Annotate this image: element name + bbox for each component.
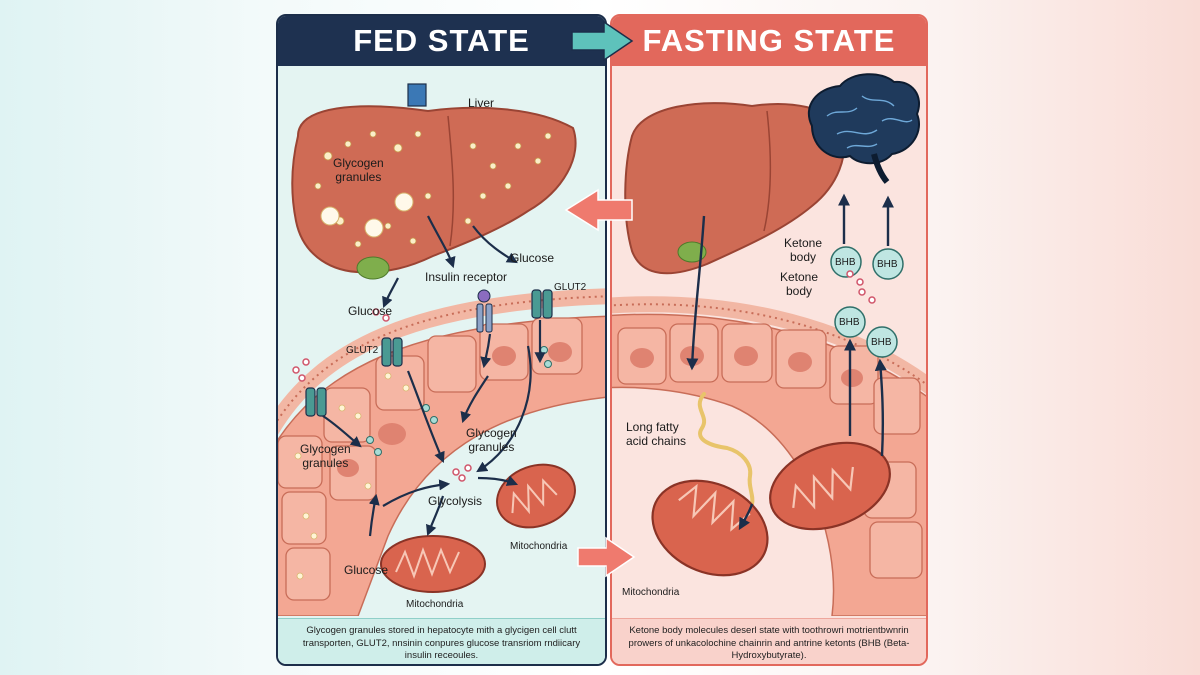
glucose-label-top: Glucose bbox=[510, 251, 555, 265]
fatty-acid-chain bbox=[697, 392, 755, 506]
glycogen-granules-label-mid: Glycogen granules bbox=[466, 426, 517, 454]
fasting-mitochondria-label: Mitochondria bbox=[622, 587, 680, 598]
glut2-transporter-mid bbox=[381, 337, 403, 367]
fed-state-panel: FED STATE bbox=[276, 14, 607, 666]
fed-illustration bbox=[278, 83, 605, 616]
fasting-state-caption: Ketone body molecules deserl state with … bbox=[612, 618, 926, 664]
fed-to-fasting-arrow-bottom bbox=[577, 536, 636, 578]
fasting-to-fed-arrow bbox=[564, 188, 633, 232]
fasting-state-panel: FASTING STATE bbox=[610, 14, 928, 666]
fasting-mitochondrion-left bbox=[651, 479, 769, 577]
glut2-transporter-left bbox=[305, 387, 327, 417]
mitochondria-label-right: Mitochondria bbox=[510, 541, 568, 552]
mitochondria-label-bottom: Mitochondria bbox=[406, 599, 464, 610]
glucose-molecules bbox=[292, 308, 472, 482]
fasting-mitochondrion-right bbox=[769, 441, 891, 531]
glut2-transporter-right bbox=[531, 289, 553, 319]
glycogen-granules-label-top: Glycogen granules bbox=[333, 156, 384, 184]
bhb-label-1: BHB bbox=[835, 257, 856, 268]
fasting-state-title: FASTING STATE bbox=[612, 16, 926, 66]
fed-state-caption: Glycogen granules stored in hepatocyte m… bbox=[278, 618, 605, 664]
fasting-hepatocyte-layer bbox=[612, 296, 926, 616]
ketone-body-label-1: Ketone body bbox=[784, 236, 823, 264]
fasting-illustration bbox=[612, 73, 926, 616]
glycogen-granules-label-left: Glycogen granules bbox=[300, 442, 351, 470]
ketone-dots bbox=[846, 270, 876, 304]
glucose-label-left: Glucose bbox=[348, 304, 393, 318]
ketone-body-label-2: Ketone body bbox=[780, 270, 819, 298]
fasting-pathway-arrows bbox=[686, 193, 894, 531]
liver-illustration bbox=[291, 83, 577, 280]
fasting-liver bbox=[624, 102, 846, 275]
liver-label: Liver bbox=[468, 96, 495, 110]
glucose-label-bottom: Glucose bbox=[344, 563, 389, 577]
glut2-label-right: GLUT2 bbox=[554, 282, 587, 293]
fed-state-title: FED STATE bbox=[278, 16, 605, 66]
glut2-label-left: GLUT2 bbox=[346, 345, 379, 356]
fed-to-fasting-arrow bbox=[571, 20, 634, 62]
insulin-receptor bbox=[476, 289, 493, 333]
glycolysis-label: Glycolysis bbox=[428, 494, 483, 508]
bhb-label-2: BHB bbox=[877, 259, 898, 270]
bhb-label-3: BHB bbox=[839, 317, 860, 328]
fed-pathway-arrows bbox=[322, 215, 546, 537]
bhb-label-4: BHB bbox=[871, 337, 892, 348]
insulin-receptor-label: Insulin receptor bbox=[425, 270, 508, 284]
brain-illustration bbox=[807, 73, 920, 184]
long-fatty-acid-chains-label: Long fatty acid chains bbox=[626, 420, 687, 448]
glycogen-beads bbox=[366, 346, 552, 456]
bhb-molecules bbox=[830, 246, 904, 358]
